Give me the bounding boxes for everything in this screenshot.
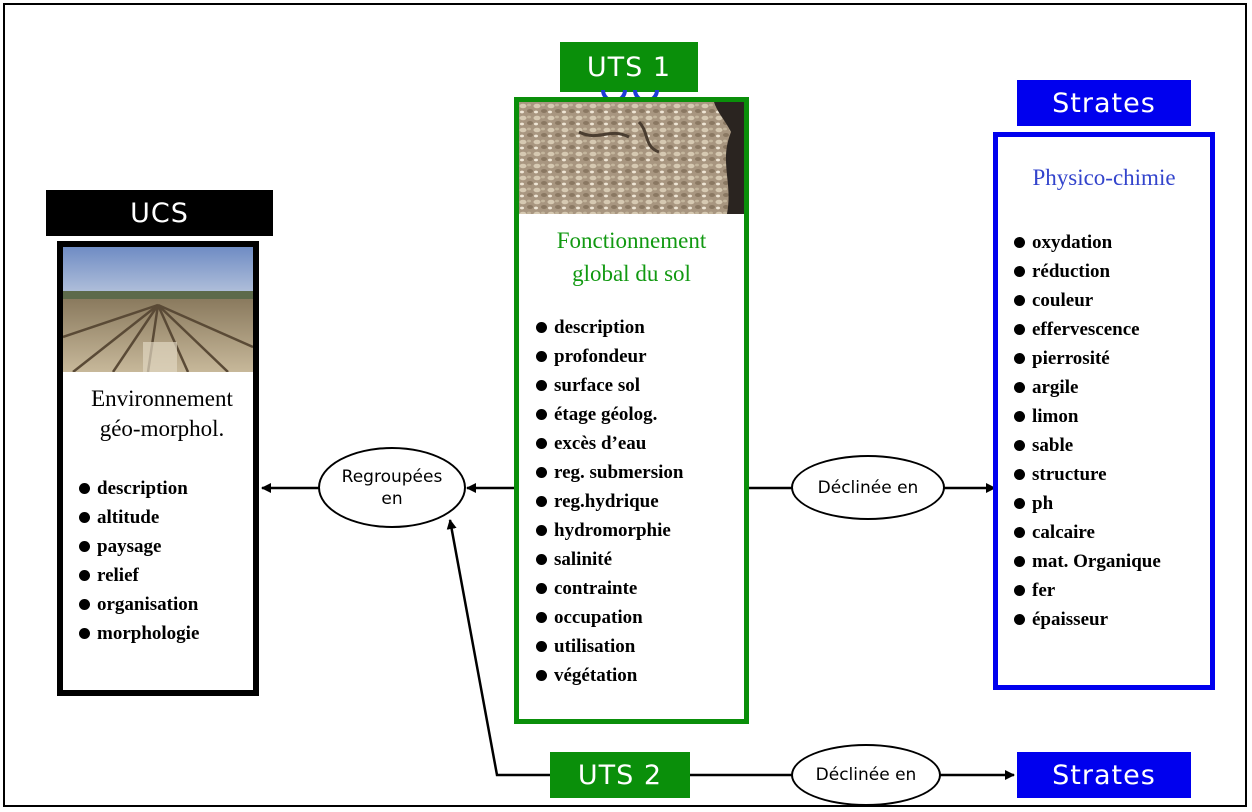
list-item: excès d’eau xyxy=(536,429,744,458)
bullet-icon xyxy=(79,541,90,552)
list-item: altitude xyxy=(79,503,253,532)
list-item: argile xyxy=(1014,373,1210,402)
bullet-icon xyxy=(79,599,90,610)
bullet-icon xyxy=(1014,411,1025,422)
uts1-items: description profondeur surface sol étage… xyxy=(536,313,744,690)
bullet-icon xyxy=(536,554,547,565)
list-item: description xyxy=(536,313,744,342)
ucs-box: Environnement géo-morphol. description a… xyxy=(57,241,259,696)
ucs-label: UCS xyxy=(130,197,189,229)
strates-label: Strates xyxy=(1052,87,1156,119)
bullet-icon xyxy=(1014,237,1025,248)
bullet-icon xyxy=(1014,266,1025,277)
diagram-frame xyxy=(3,3,1247,807)
ucs-title-line1: Environnement xyxy=(91,386,233,411)
uts1-title-line2: global du sol xyxy=(572,261,691,286)
bullet-icon xyxy=(536,409,547,420)
bullet-icon xyxy=(79,570,90,581)
list-item: végétation xyxy=(536,661,744,690)
regroupees-ellipse: Regroupées en xyxy=(318,447,466,528)
declinee-ellipse-top: Déclinée en xyxy=(791,455,945,520)
bullet-icon xyxy=(536,351,547,362)
uts1-box: Fonctionnement global du sol description… xyxy=(514,97,749,724)
ucs-photo xyxy=(63,247,253,372)
ucs-header: UCS xyxy=(46,190,273,236)
list-item: surface sol xyxy=(536,371,744,400)
bullet-icon xyxy=(536,583,547,594)
bullet-icon xyxy=(536,612,547,623)
uts1-label: UTS 1 xyxy=(586,51,672,83)
ucs-items: description altitude paysage relief orga… xyxy=(79,474,253,648)
bullet-icon xyxy=(79,512,90,523)
list-item: salinité xyxy=(536,545,744,574)
bullet-icon xyxy=(536,670,547,681)
strates-items: oxydation réduction couleur effervescenc… xyxy=(1014,228,1210,634)
list-item: profondeur xyxy=(536,342,744,371)
bullet-icon xyxy=(536,322,547,333)
list-item: reg. submersion xyxy=(536,458,744,487)
bullet-icon xyxy=(1014,440,1025,451)
bullet-icon xyxy=(1014,324,1025,335)
bullet-icon xyxy=(1014,295,1025,306)
strates-header: Strates xyxy=(1017,80,1191,126)
strates2-header: Strates xyxy=(1017,752,1191,798)
list-item: limon xyxy=(1014,402,1210,431)
bullet-icon xyxy=(536,641,547,652)
list-item: pierrosité xyxy=(1014,344,1210,373)
list-item: hydromorphie xyxy=(536,516,744,545)
list-item: description xyxy=(79,474,253,503)
regroupees-line2: en xyxy=(381,488,403,509)
bullet-icon xyxy=(536,496,547,507)
bullet-icon xyxy=(1014,498,1025,509)
strates-box: Physico-chimie oxydation réduction coule… xyxy=(993,132,1215,690)
list-item: oxydation xyxy=(1014,228,1210,257)
list-item: organisation xyxy=(79,590,253,619)
list-item: épaisseur xyxy=(1014,605,1210,634)
bullet-icon xyxy=(1014,556,1025,567)
list-item: reg.hydrique xyxy=(536,487,744,516)
list-item: étage géolog. xyxy=(536,400,744,429)
bullet-icon xyxy=(1014,382,1025,393)
strates-title: Physico-chimie xyxy=(1032,165,1176,190)
bullet-icon xyxy=(536,467,547,478)
list-item: relief xyxy=(79,561,253,590)
declinee-ellipse-bottom: Déclinée en xyxy=(791,744,941,806)
uts2-label: UTS 2 xyxy=(577,759,663,791)
list-item: calcaire xyxy=(1014,518,1210,547)
list-item: occupation xyxy=(536,603,744,632)
arrow-uts2-to-ellipse xyxy=(446,519,550,777)
list-item: réduction xyxy=(1014,257,1210,286)
list-item: paysage xyxy=(79,532,253,561)
list-item: structure xyxy=(1014,460,1210,489)
list-item: contrainte xyxy=(536,574,744,603)
list-item: fer xyxy=(1014,576,1210,605)
list-item: mat. Organique xyxy=(1014,547,1210,576)
list-item: effervescence xyxy=(1014,315,1210,344)
list-item: utilisation xyxy=(536,632,744,661)
bullet-icon xyxy=(1014,614,1025,625)
bullet-icon xyxy=(1014,527,1025,538)
bullet-icon xyxy=(1014,585,1025,596)
bullet-icon xyxy=(79,628,90,639)
uts1-soil-photo xyxy=(519,102,744,214)
list-item: couleur xyxy=(1014,286,1210,315)
uts1-header: UTS 1 xyxy=(560,42,698,92)
declinee-label-top: Déclinée en xyxy=(817,477,919,498)
uts1-title-line1: Fonctionnement xyxy=(556,228,707,253)
uts2-header: UTS 2 xyxy=(550,752,690,798)
ucs-title-line2: géo-morphol. xyxy=(99,416,225,441)
list-item: morphologie xyxy=(79,619,253,648)
list-item: ph xyxy=(1014,489,1210,518)
declinee-label-bottom: Déclinée en xyxy=(815,765,917,785)
bullet-icon xyxy=(536,380,547,391)
bullet-icon xyxy=(536,525,547,536)
regroupees-line1: Regroupées xyxy=(341,466,443,487)
bullet-icon xyxy=(1014,469,1025,480)
strates2-label: Strates xyxy=(1052,759,1156,791)
bullet-icon xyxy=(536,438,547,449)
list-item: sable xyxy=(1014,431,1210,460)
bullet-icon xyxy=(1014,353,1025,364)
bullet-icon xyxy=(79,483,90,494)
